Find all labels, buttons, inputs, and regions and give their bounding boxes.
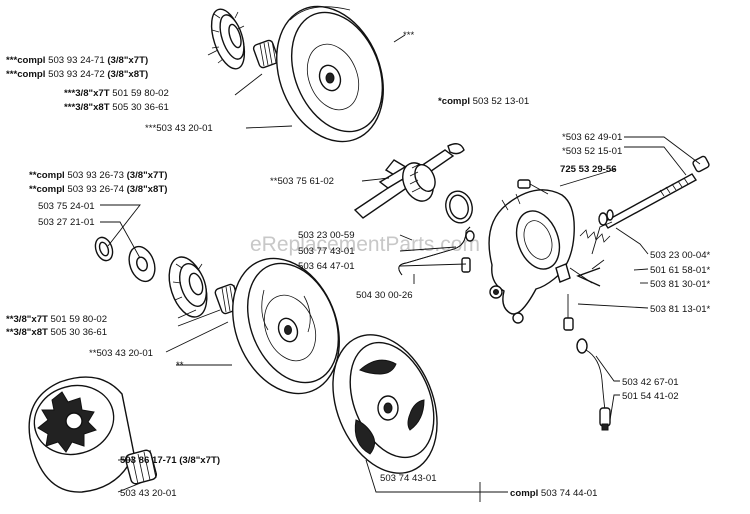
pump-part-right-label-3: 503 81 30-01* bbox=[650, 279, 711, 290]
oil-pipe-part bbox=[398, 226, 475, 276]
washer-part bbox=[128, 245, 156, 283]
rim-sprocket-lower-part bbox=[168, 256, 208, 318]
rim-sprocket-upper-label-2: ***3/8"x8T 505 30 36-61 bbox=[64, 102, 169, 113]
worm-gear-part bbox=[353, 143, 465, 219]
oil-pump-kit-label: *compl 503 52 13-01 bbox=[438, 96, 529, 107]
oil-hose-part-label-1: 503 23 00-59 bbox=[298, 230, 355, 241]
clutch-kit-label: compl 503 74 44-01 bbox=[510, 488, 597, 499]
oil-hose-part-label-3: 503 64 47-01 bbox=[298, 261, 355, 272]
drum-upper-label: ***503 43 20-01 bbox=[145, 123, 213, 134]
clutch-shoes-label: 503 74 43-01 bbox=[380, 473, 437, 484]
oil-pipe-label: 504 30 00-26 bbox=[356, 290, 413, 301]
hose-part-label-2: 501 54 41-02 bbox=[622, 391, 679, 402]
screw-part bbox=[517, 179, 549, 195]
clutch-shoes-part bbox=[332, 334, 438, 474]
spur-drum-label: 503 86 17-71 (3/8"x7T) bbox=[120, 455, 220, 466]
pump-part-right-label-1: 503 23 00-04* bbox=[650, 250, 711, 261]
direction-arrow-icon bbox=[576, 267, 601, 287]
drum-lower-label: **503 43 20-01 bbox=[89, 348, 153, 359]
needle-bearing-bottom-part bbox=[124, 449, 158, 485]
pump-part-right-label-2: 501 61 58-01* bbox=[650, 265, 711, 276]
clutch-drum-kit-mid-label-2: **compl 503 93 26-74 (3/8"x8T) bbox=[29, 184, 167, 195]
oil-hose-part-label-2: 503 77 43-01 bbox=[298, 246, 355, 257]
clutch-drum-lower-part bbox=[232, 257, 340, 395]
clutch-drum-kit-mid-label-1: **compl 503 93 26-73 (3/8"x7T) bbox=[29, 170, 167, 181]
needle-bearing-label: 503 43 20-01 bbox=[120, 488, 177, 499]
clutch-drum-kit-label-1: ***compl 503 93 24-71 (3/8"x7T) bbox=[6, 55, 148, 66]
drum-upper-marker: *** bbox=[403, 30, 414, 41]
rim-sprocket-upper-label-1: ***3/8"x7T 501 59 80-02 bbox=[64, 88, 169, 99]
rim-sprocket-lower-label-1: **3/8"x7T 501 59 80-02 bbox=[6, 314, 107, 325]
adjust-screw-label: 503 81 13-01* bbox=[650, 304, 711, 315]
pump-part-label-2: *503 52 15-01 bbox=[562, 146, 622, 157]
spur-sprocket-drum-part bbox=[28, 376, 135, 493]
washer-clip-part bbox=[94, 236, 114, 262]
washer-label-2: 503 27 21-01 bbox=[38, 217, 95, 228]
worm-gear-label: **503 75 61-02 bbox=[270, 176, 334, 187]
rim-sprocket-upper-part bbox=[210, 8, 246, 70]
adjust-screw-part bbox=[563, 294, 574, 331]
pump-plunger-part bbox=[602, 155, 710, 229]
oil-hose-part bbox=[576, 338, 611, 431]
drum-lower-marker: ** bbox=[176, 360, 184, 371]
screw-label: 725 53 29-56 bbox=[560, 164, 617, 175]
clutch-drum-kit-label-2: ***compl 503 93 24-72 (3/8"x8T) bbox=[6, 69, 148, 80]
pump-part-label-1: *503 62 49-01 bbox=[562, 132, 622, 143]
clutch-drum-upper-part bbox=[276, 5, 384, 143]
washer-label-1: 503 75 24-01 bbox=[38, 201, 95, 212]
pump-spring-part bbox=[579, 209, 614, 243]
o-ring-part bbox=[445, 190, 473, 224]
rim-sprocket-lower-label-2: **3/8"x8T 505 30 36-61 bbox=[6, 327, 107, 338]
watermark: eReplacementParts.com bbox=[250, 233, 480, 256]
needle-bearing-upper-part bbox=[252, 39, 280, 69]
oil-pump-part bbox=[488, 189, 575, 324]
leader-lines bbox=[100, 34, 701, 502]
hose-part-label-1: 503 42 67-01 bbox=[622, 377, 679, 388]
